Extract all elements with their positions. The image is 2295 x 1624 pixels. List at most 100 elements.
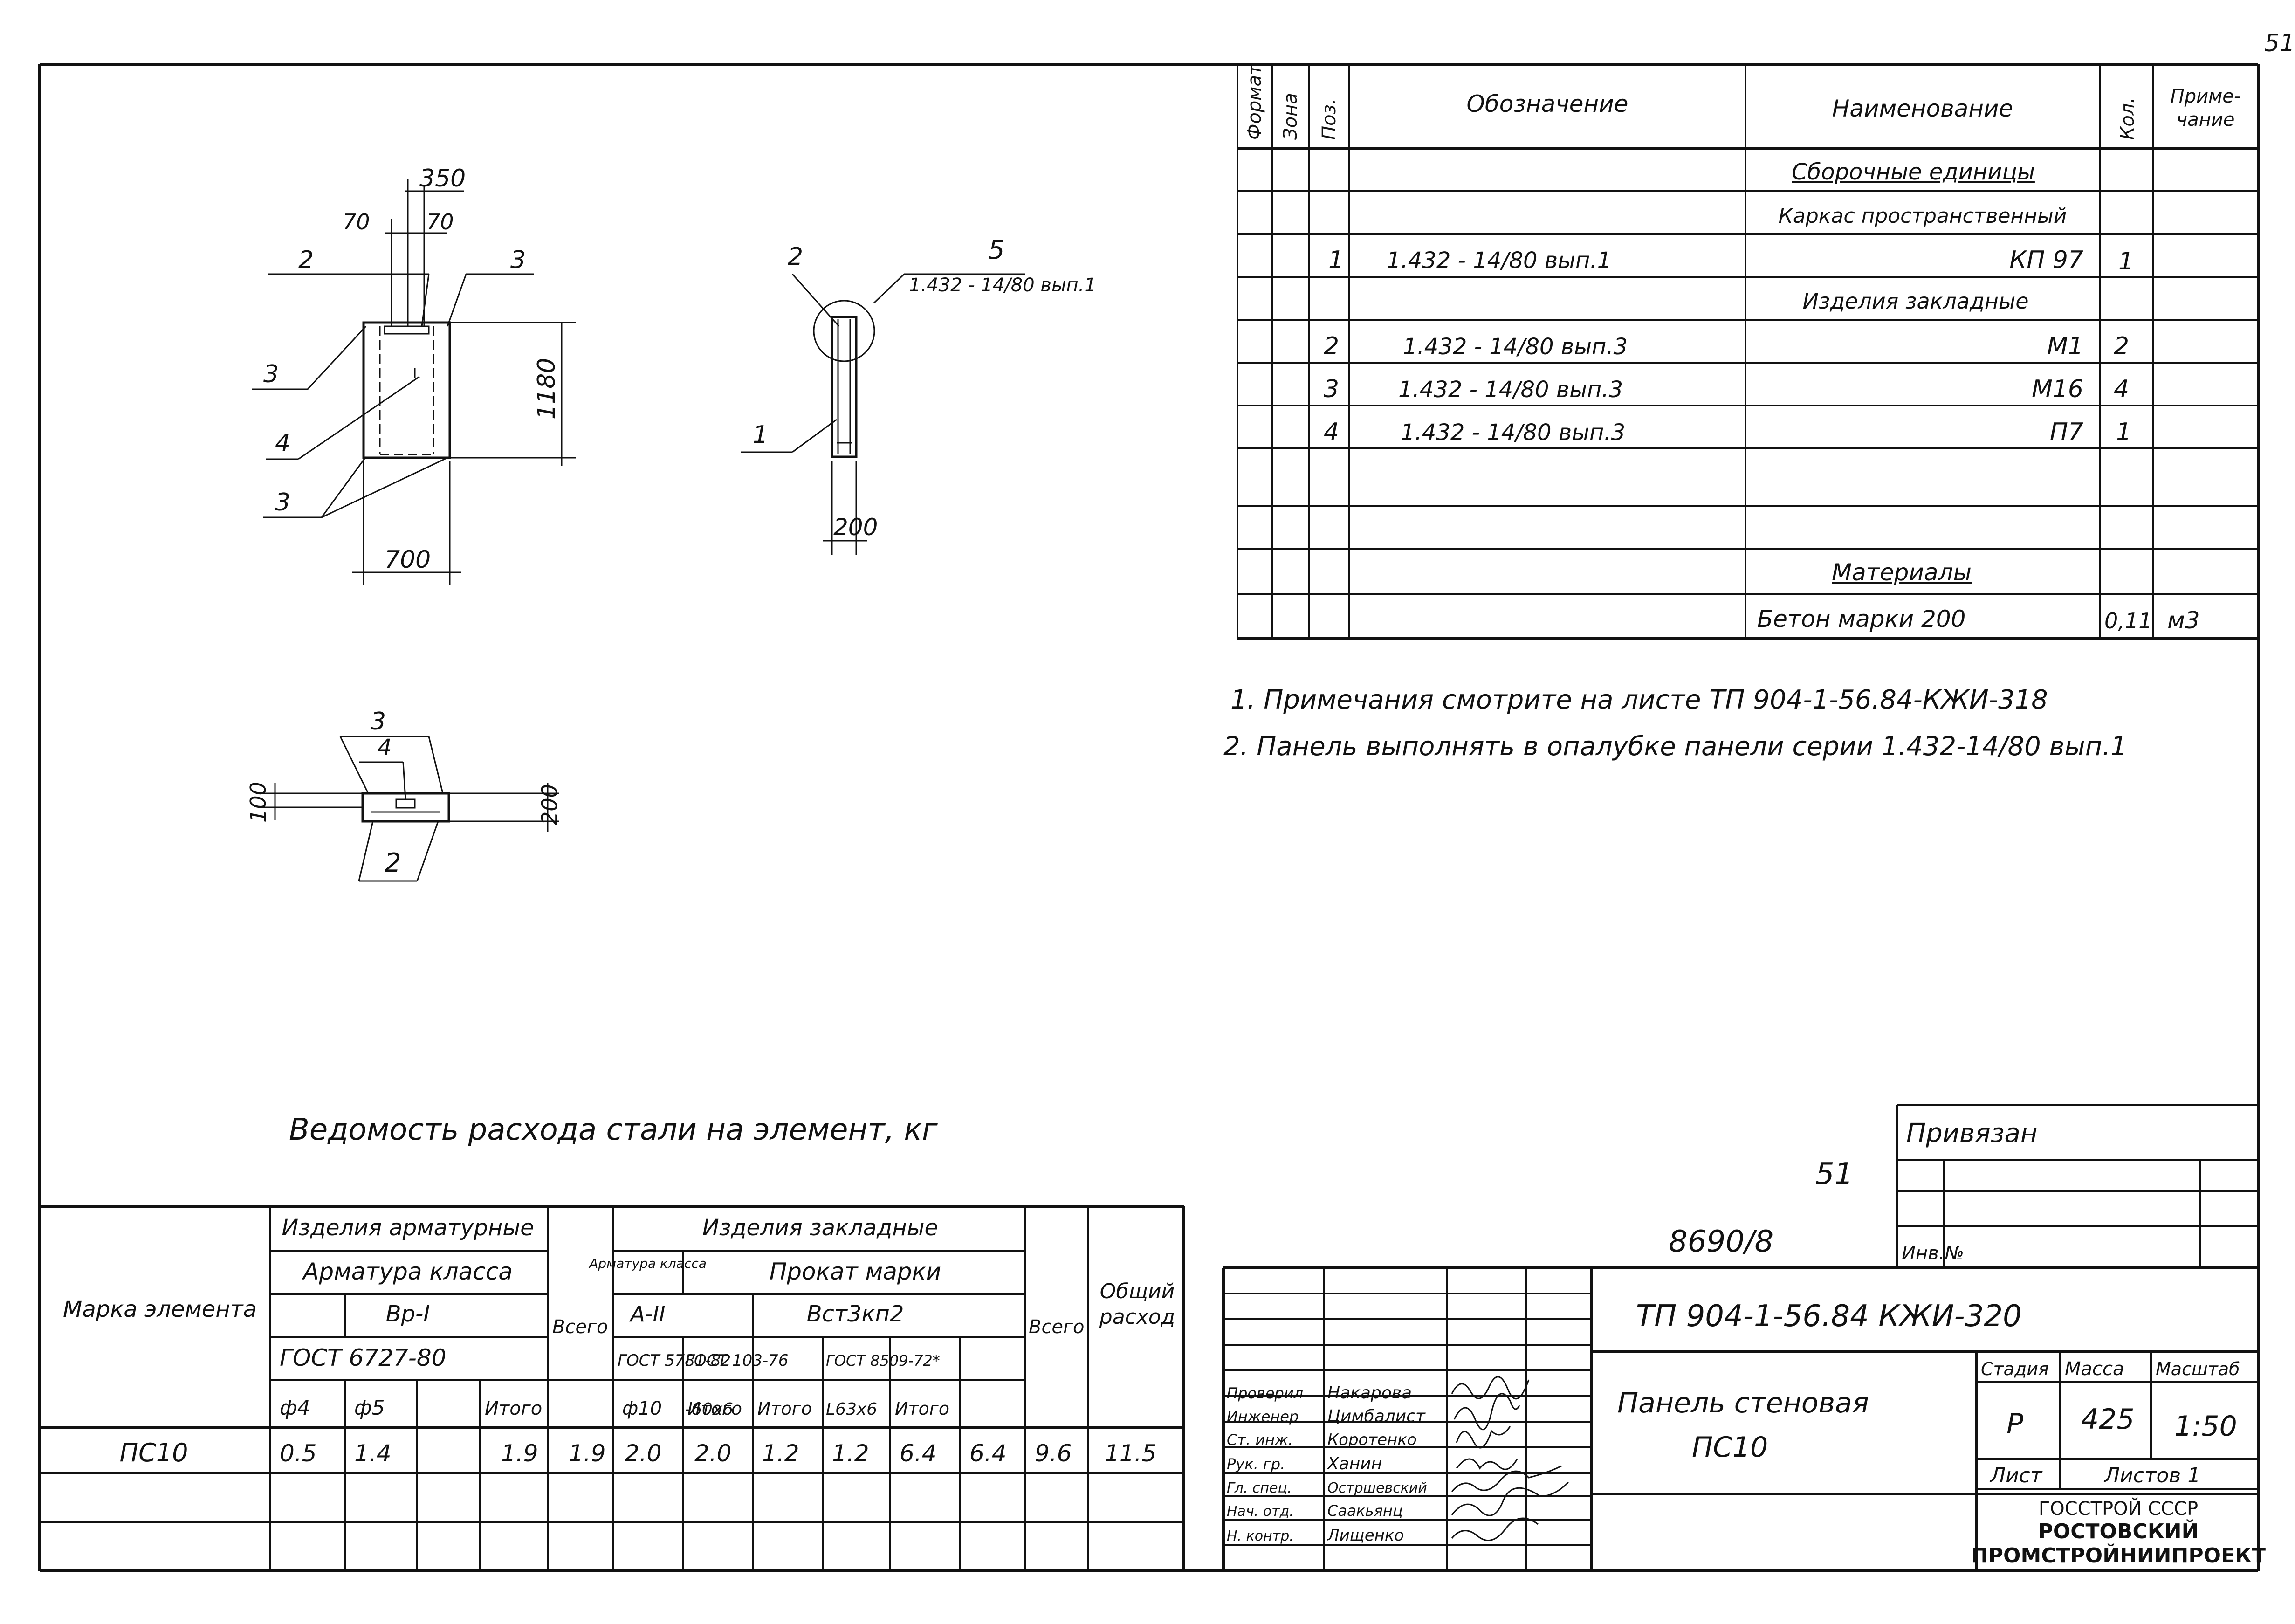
callout-2-plan: 2 xyxy=(385,848,401,878)
dim-200-plan: 200 xyxy=(537,784,562,825)
org-line-2: РОСТОВСКИЙ xyxy=(2038,1519,2199,1543)
staff-role-3: Ст. инж. xyxy=(1227,1431,1293,1449)
panel-plan-view: 3 4 2 100 200 xyxy=(246,708,562,882)
scale-value: 1:50 xyxy=(2174,1410,2237,1443)
callout-2-elev: 2 xyxy=(298,246,314,274)
col-d4: ф4 xyxy=(280,1396,310,1420)
callout-3-plan: 3 xyxy=(371,708,386,736)
row-1-pos: 1 xyxy=(1328,246,1344,274)
row-vsego: 1.9 xyxy=(569,1440,606,1467)
emb-rebar-grade: А-II xyxy=(629,1301,665,1327)
section-frame: Каркас пространственный xyxy=(1779,204,2067,228)
steel-table-title: Ведомость расхода стали на элемент, кг xyxy=(289,1113,938,1147)
group-embedded-header: Изделия закладные xyxy=(702,1215,938,1241)
row-4-pos: 4 xyxy=(1324,418,1339,446)
dim-70-right: 70 xyxy=(426,209,454,234)
header-designation: Обозначение xyxy=(1467,90,1628,117)
row-3-designation: 1.432 - 14/80 вып.3 xyxy=(1398,377,1623,403)
row-d5: 1.4 xyxy=(354,1440,392,1467)
stage-label: Стадия xyxy=(1981,1359,2049,1379)
row-mark: ПС10 xyxy=(119,1438,188,1467)
row-itogo-2: 1.2 xyxy=(832,1440,869,1467)
callout-5-reference: 1.432 - 14/80 вып.1 xyxy=(909,275,1096,296)
callout-1-side: 1 xyxy=(753,421,768,449)
row-3-pos: 3 xyxy=(1324,375,1339,403)
note-2: 2. Панель выполнять в опалубке панели се… xyxy=(1223,731,2127,762)
drawing-title-1: Панель стеновая xyxy=(1617,1387,1869,1419)
callout-3-elev-top: 3 xyxy=(510,246,526,274)
staff-role-4: Рук. гр. xyxy=(1227,1455,1285,1473)
section-assembly: Сборочные единицы xyxy=(1792,159,2035,185)
stamp-number-8690: 8690/8 xyxy=(1669,1225,1773,1259)
row-d10: 2.0 xyxy=(625,1440,662,1467)
stamp-number-51: 51 xyxy=(1815,1157,1853,1191)
header-qty: Кол. xyxy=(2117,97,2138,140)
staff-role-1: Проверил xyxy=(1227,1384,1303,1402)
dim-350: 350 xyxy=(419,165,466,193)
dim-1180: 1180 xyxy=(533,358,561,420)
steel-table: Марка элемента Изделия арматурные Армату… xyxy=(40,1205,1185,1571)
page-number: 51 xyxy=(2264,29,2295,57)
note-1: 1. Примечания смотрите на листе ТП 904-1… xyxy=(1230,685,2048,715)
staff-name-6: Саакьянц xyxy=(1327,1502,1403,1520)
staff-name-4: Ханин xyxy=(1326,1454,1382,1473)
mass-label: Масса xyxy=(2065,1358,2124,1380)
scale-label: Масштаб xyxy=(2156,1359,2240,1379)
emb-gost-2: ГОСТ 103-76 xyxy=(685,1351,788,1370)
dim-70-left: 70 xyxy=(343,209,370,234)
staff-name-5: Остршевский xyxy=(1327,1480,1427,1496)
row-4-designation: 1.432 - 14/80 вып.3 xyxy=(1401,420,1625,446)
staff-role-2: Инженер xyxy=(1227,1408,1299,1425)
row-itogo-3: 6.4 xyxy=(969,1440,1007,1467)
emb-col-d10: ф10 xyxy=(622,1398,662,1419)
panel-side-section: 2 5 1.432 - 14/80 вып.1 1 200 xyxy=(741,235,1096,555)
header-note-1: Приме- xyxy=(2171,86,2241,107)
staff-name-2: Цимбалист xyxy=(1327,1407,1426,1426)
emb-col-itogo-1: Итого xyxy=(687,1398,742,1419)
row-itogo: 1.9 xyxy=(501,1440,538,1467)
row-3-name: М16 xyxy=(2032,375,2083,403)
panel-elevation-view: 350 70 70 1180 700 2 3 3 4 3 xyxy=(252,165,576,585)
row-itogo-1: 2.0 xyxy=(694,1440,732,1467)
row-1-qty: 1 xyxy=(2118,248,2134,275)
staff-role-5: Гл. спец. xyxy=(1227,1480,1292,1496)
title-block: Привязан Инв.№ 51 8690/8 ТП 904-1-56.84 … xyxy=(1222,1104,2266,1571)
rebar-gost: ГОСТ 6727-80 xyxy=(280,1344,446,1371)
sheets-label: Листов 1 xyxy=(2103,1464,2200,1487)
org-line-3: ПРОМСТРОЙНИИПРОЕКТ xyxy=(1971,1543,2266,1568)
staff-name-3: Коротенко xyxy=(1327,1431,1417,1449)
col-total-line-2: расход xyxy=(1099,1305,1175,1329)
dim-100: 100 xyxy=(246,782,271,823)
emb-col-itogo-2: Итого xyxy=(757,1398,812,1419)
stage-value: Р xyxy=(2006,1408,2024,1440)
rolled-grade: Вст3кп2 xyxy=(807,1301,904,1327)
header-name: Наименование xyxy=(1832,95,2013,122)
row-3-qty: 4 xyxy=(2114,375,2129,403)
inv-label: Инв.№ xyxy=(1902,1243,1964,1264)
signature-scribbles xyxy=(1451,1376,1569,1541)
col-mark-header: Марка элемента xyxy=(63,1296,257,1322)
drawing-title-2: ПС10 xyxy=(1692,1431,1768,1464)
callout-2-side: 2 xyxy=(788,243,803,271)
row-2-qty: 2 xyxy=(2114,332,2129,360)
staff-name-1: Накарова xyxy=(1327,1383,1412,1403)
linked-label: Привязан xyxy=(1906,1118,2037,1149)
row-1-designation: 1.432 - 14/80 вып.1 xyxy=(1387,248,1611,274)
row-1-name: КП 97 xyxy=(2009,246,2083,274)
staff-name-7: Лищенко xyxy=(1326,1526,1404,1545)
row-4-qty: 1 xyxy=(2116,418,2131,446)
row-angle: 6.4 xyxy=(900,1440,937,1467)
section-embedded: Изделия закладные xyxy=(1802,289,2028,314)
concrete-name: Бетон марки 200 xyxy=(1757,606,1966,633)
col-d5: ф5 xyxy=(354,1396,385,1420)
dim-700: 700 xyxy=(385,546,431,574)
callout-3-elev-left: 3 xyxy=(263,360,279,388)
sheet-frame xyxy=(38,63,2260,1572)
org-line-1: ГОССТРОЙ СССР xyxy=(2039,1497,2198,1520)
callout-5-side: 5 xyxy=(988,235,1005,265)
staff-role-7: Н. контр. xyxy=(1227,1528,1294,1544)
rolled-label: Прокат марки xyxy=(770,1258,941,1285)
header-zone: Зона xyxy=(1280,93,1301,140)
rebar-class-label: Арматура класса xyxy=(302,1258,513,1285)
